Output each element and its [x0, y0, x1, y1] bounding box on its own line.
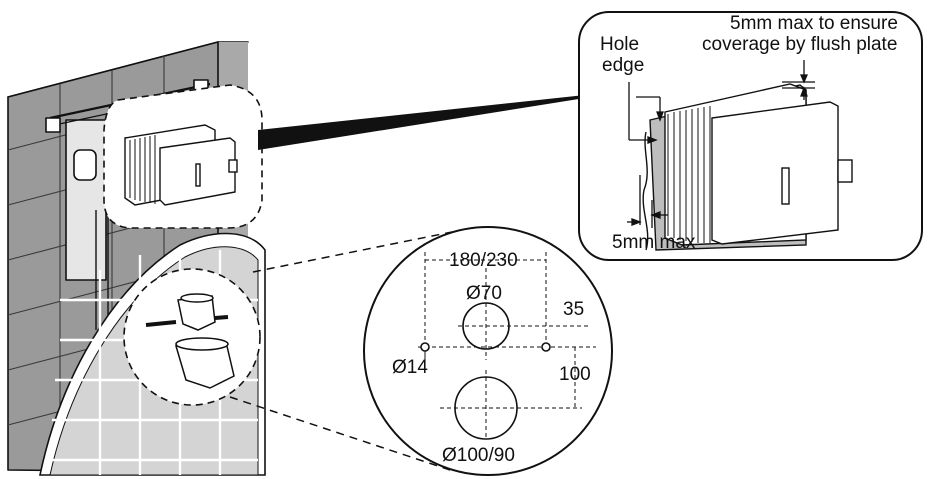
label-offset-35: 35: [563, 299, 584, 320]
label-pipe-14: Ø14: [392, 357, 428, 378]
label-max-flush-plate-2: coverage by flush plate: [702, 34, 897, 55]
label-gap-100: 100: [559, 364, 591, 385]
zoom-connector-wedge: [258, 95, 585, 150]
label-spacing: 180/230: [449, 250, 518, 271]
label-hole-100-90: Ø100/90: [442, 445, 515, 466]
hole-14-left: [420, 342, 430, 352]
label-5mm-max: 5mm max: [612, 232, 696, 253]
hole-layout-circle: 180/230 Ø70 35 Ø14 100 Ø100/90: [363, 226, 613, 476]
hole-100: [454, 376, 518, 440]
label-hole-70: Ø70: [466, 283, 502, 304]
cistern-inset-zoom: [103, 84, 263, 229]
circle-connector-lines: [229, 231, 453, 471]
flush-plate-detail-panel: 5mm max to ensure coverage by flush plat…: [578, 11, 923, 261]
label-edge: edge: [602, 55, 644, 76]
hole-14-right: [541, 342, 551, 352]
label-hole: Hole: [600, 34, 639, 55]
label-max-flush-plate-1: 5mm max to ensure: [730, 13, 898, 34]
pipe-inset-circle: [123, 268, 261, 406]
hole-70: [462, 302, 510, 350]
